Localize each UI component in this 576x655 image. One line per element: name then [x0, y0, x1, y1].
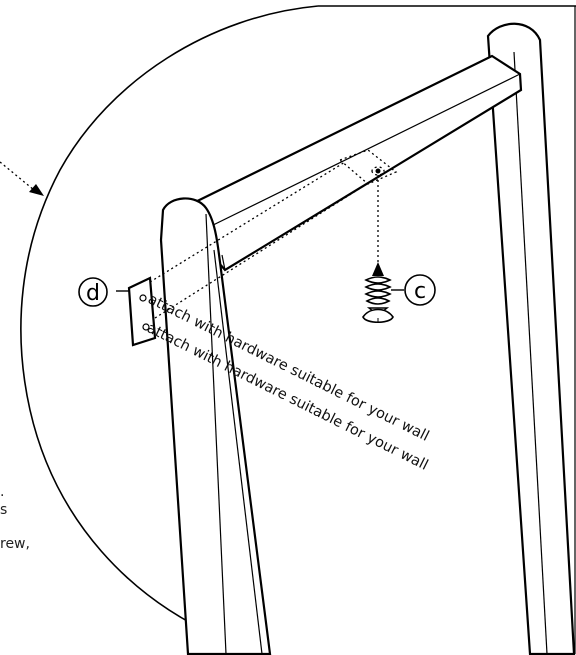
- callout-d-label: d: [86, 281, 100, 306]
- bracket-recess: [338, 149, 398, 185]
- callout-c-label: c: [414, 279, 426, 304]
- callout-c-circle: [404, 274, 436, 306]
- top-rail: [173, 54, 523, 272]
- arrow-head-icon: [29, 184, 44, 196]
- side-fragment-1: .: [0, 484, 4, 500]
- top-rail-edge: [202, 73, 521, 231]
- screw-hole: [371, 166, 385, 176]
- bracket-hole-bottom: [142, 323, 150, 331]
- top-rail-underside: [221, 254, 226, 271]
- right-post: [486, 22, 576, 655]
- left-post-front-edge: [213, 249, 263, 655]
- guide-line-top: [149, 161, 346, 283]
- leader-arrow-line: [0, 161, 35, 191]
- left-post-inner-edge: [205, 213, 227, 655]
- side-fragment-2: s: [0, 502, 7, 518]
- right-post-inner-edge: [513, 51, 548, 655]
- screw-icon: [362, 262, 394, 324]
- screw-hole-center: [375, 168, 381, 174]
- bracket-hole-top: [139, 294, 147, 302]
- side-fragment-3: rew,: [0, 536, 30, 552]
- callout-d-circle: [78, 277, 108, 307]
